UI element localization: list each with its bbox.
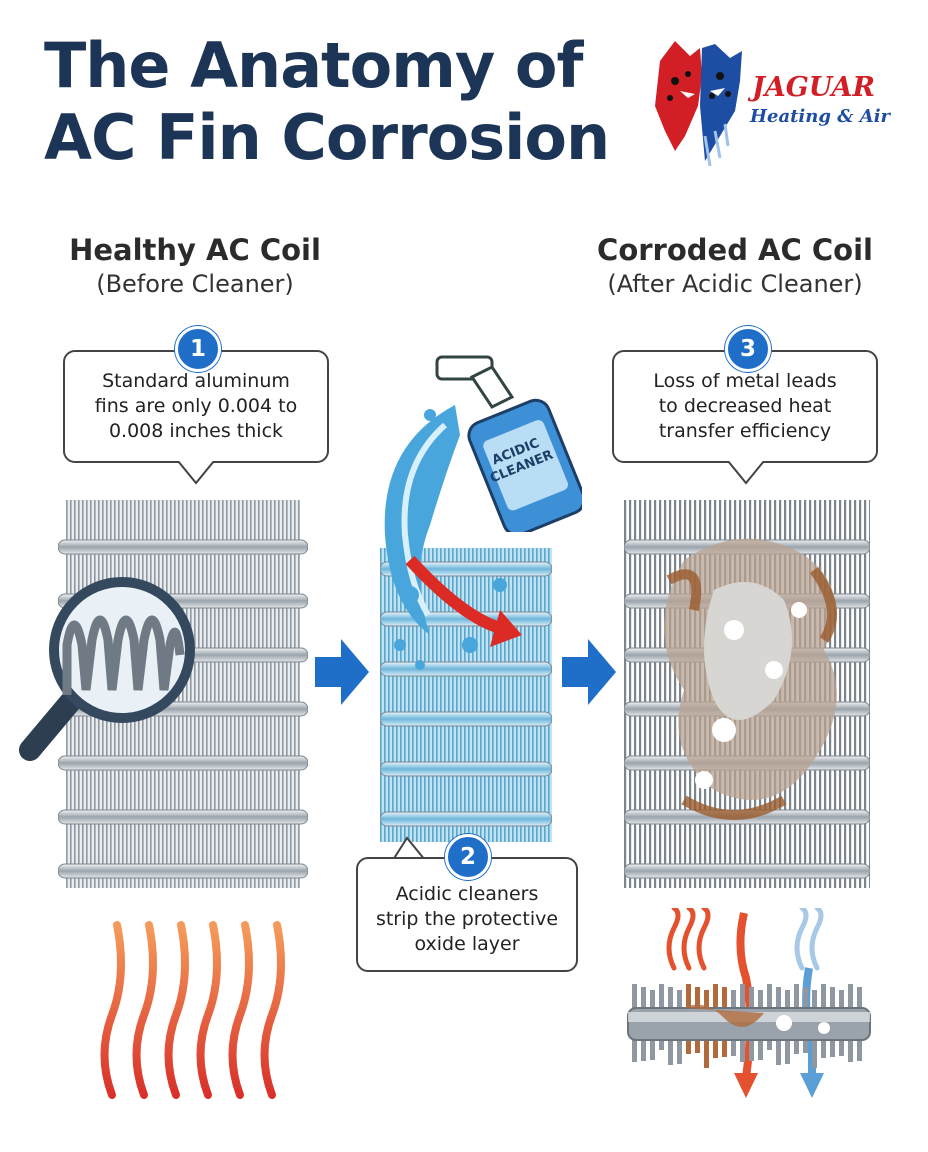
step-badge-1: 1 [175, 326, 221, 372]
heat-transfer-cross-section [627, 908, 871, 1098]
callout-1-line-1: Standard aluminum [102, 370, 290, 392]
logo-tagline: Heating & Air [750, 106, 891, 127]
coil-tube [58, 809, 308, 825]
step-badge-2: 2 [445, 834, 491, 880]
healthy-heading: Healthy AC Coil [69, 233, 321, 267]
coil-tube [380, 711, 552, 727]
company-logo: JAGUAR Heating & Air [640, 36, 890, 171]
corroded-heading: Corroded AC Coil [597, 233, 873, 267]
coil-tube [58, 863, 308, 879]
coil-tube [380, 811, 552, 827]
healthy-heading-group: Healthy AC Coil (Before Cleaner) [30, 232, 360, 300]
jaguar-head-icon [655, 41, 742, 167]
callout-2-line-3: oxide layer [414, 933, 520, 955]
acid-spray-illustration [384, 405, 522, 670]
spray-bottle-icon [435, 355, 582, 532]
callout-1-line-2: fins are only 0.004 to [94, 395, 298, 417]
magnifying-glass-icon [19, 577, 195, 761]
arrow-right-icon-2 [562, 639, 616, 705]
callout-2-line-1: Acidic cleaners [395, 883, 539, 905]
callout-3-line-2: to decreased heat [658, 395, 832, 417]
callout-2-tail [393, 836, 426, 860]
healthy-subheading: (Before Cleaner) [96, 270, 294, 298]
callout-3-tail [728, 461, 764, 485]
page-title: The Anatomy of AC Fin Corrosion [44, 29, 610, 174]
corroded-subheading: (After Acidic Cleaner) [607, 270, 863, 298]
coil-tube [58, 755, 308, 771]
callout-2-line-2: strip the protective [375, 908, 559, 930]
title-line-1: The Anatomy of [44, 29, 583, 102]
heat-waves-icon [100, 921, 285, 1099]
callout-3-line-3: transfer efficiency [658, 420, 832, 442]
coil-tube [58, 539, 308, 555]
callout-1-tail [178, 461, 214, 485]
callout-1-line-3: 0.008 inches thick [108, 420, 284, 442]
logo-name: JAGUAR [752, 72, 875, 103]
arrow-right-icon-1 [315, 639, 369, 705]
coil-tube [624, 863, 870, 879]
title-line-2: AC Fin Corrosion [44, 101, 610, 174]
step-badge-3: 3 [725, 326, 771, 372]
corroded-heading-group: Corroded AC Coil (After Acidic Cleaner) [570, 232, 900, 300]
callout-3-line-1: Loss of metal leads [653, 370, 837, 392]
corroded-coil-illustration [624, 500, 870, 888]
coil-tube [380, 761, 552, 777]
